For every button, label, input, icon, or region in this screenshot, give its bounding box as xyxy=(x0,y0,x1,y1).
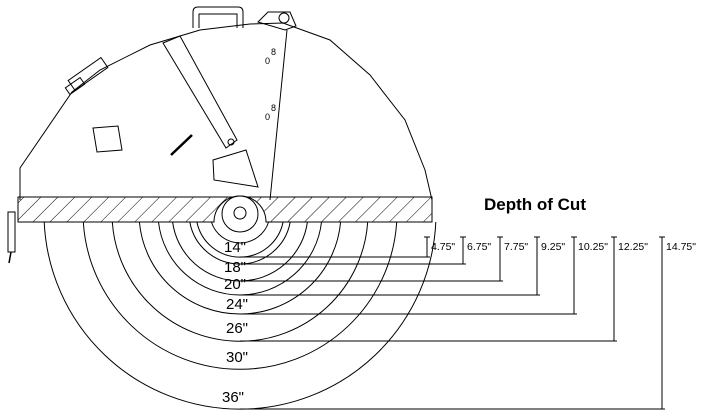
guard-window xyxy=(92,125,123,153)
svg-text:0: 0 xyxy=(265,56,270,66)
blade-size-label: 26" xyxy=(226,320,248,337)
blade-size-label: 18" xyxy=(224,259,246,276)
blade-ring xyxy=(210,221,270,244)
blade-size-label: 14" xyxy=(224,239,246,256)
adjuster-pin xyxy=(170,134,193,156)
arbor-bolt xyxy=(233,206,247,220)
diagram-title: Depth of Cut xyxy=(484,195,586,214)
water-valve xyxy=(64,56,109,96)
saw-guard: 08 08 xyxy=(7,6,433,264)
guard-outline xyxy=(19,22,433,201)
depth-markers: 4.75" 14" 6.75" 18" 7.75" 20" 9.25" 24" 10.25" 26… xyxy=(222,236,696,410)
svg-text:8: 8 xyxy=(271,103,276,113)
blade-size-label: 36" xyxy=(222,389,244,406)
svg-text:0: 0 xyxy=(265,112,270,122)
blade-size-label: 24" xyxy=(226,296,248,313)
carry-handle xyxy=(192,6,244,28)
depth-label: 4.75" xyxy=(431,241,455,253)
blade-size-label: 20" xyxy=(224,276,246,293)
depth-label: 14.75" xyxy=(666,241,696,253)
depth-label: 9.25" xyxy=(541,241,565,253)
pivot-bracket xyxy=(257,11,297,31)
front-plate xyxy=(269,29,288,201)
bolt-marks: 08 08 xyxy=(265,47,276,122)
side-handle xyxy=(7,211,16,264)
depth-label: 6.75" xyxy=(467,241,491,253)
lower-lever-plate xyxy=(212,149,259,188)
blade-ring xyxy=(82,221,398,370)
depth-label: 12.25" xyxy=(618,241,648,253)
svg-text:8: 8 xyxy=(271,47,276,57)
blade-size-label: 30" xyxy=(226,349,248,366)
depth-label: 10.25" xyxy=(578,241,608,253)
depth-lever xyxy=(162,35,238,149)
depth-label: 7.75" xyxy=(504,241,528,253)
